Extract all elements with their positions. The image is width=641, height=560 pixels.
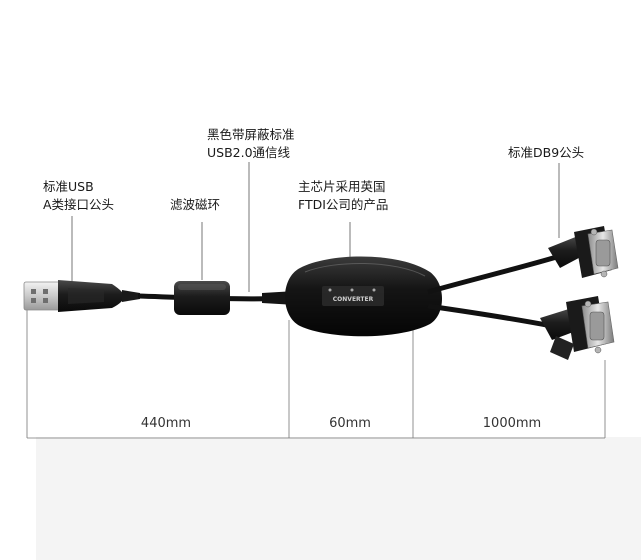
label-db9: 标准DB9公头 [508, 144, 584, 162]
ferrite-core [174, 281, 230, 315]
label-ferrite-line1: 滤波磁环 [170, 197, 221, 212]
label-chip: 主芯片采用英国 FTDI公司的产品 [298, 178, 388, 214]
dimension-label-seg1: 440mm [140, 416, 192, 431]
dimension-lines [26, 300, 606, 439]
usb-plug [23, 280, 140, 312]
dimension-label-seg2: 60mm [329, 416, 371, 431]
db9-cable-lower [427, 303, 553, 329]
label-usb-plug-line1: 标准USB [43, 179, 94, 194]
db9-cable-upper [427, 253, 561, 295]
background-panel [36, 437, 641, 560]
label-db9-line1: 标准DB9公头 [508, 145, 585, 160]
label-chip-line1: 主芯片采用英国 [298, 179, 386, 194]
label-ferrite: 滤波磁环 [170, 196, 220, 214]
db9-connector-upper [548, 226, 619, 278]
converter-body: CONVERTER [285, 256, 442, 337]
label-usb-plug-line2: A类接口公头 [43, 197, 115, 212]
label-usb-plug: 标准USB A类接口公头 [43, 178, 114, 214]
label-cable: 黑色带屏蔽标准 USB2.0通信线 [207, 126, 295, 162]
label-cable-line1: 黑色带屏蔽标准 [207, 127, 295, 142]
db9-connector-lower [540, 296, 615, 360]
label-cable-line2: USB2.0通信线 [207, 145, 291, 160]
dimension-label-seg3: 1000mm [482, 416, 542, 431]
label-chip-line2: FTDI公司的产品 [298, 197, 389, 212]
converter-label: CONVERTER [333, 296, 374, 303]
